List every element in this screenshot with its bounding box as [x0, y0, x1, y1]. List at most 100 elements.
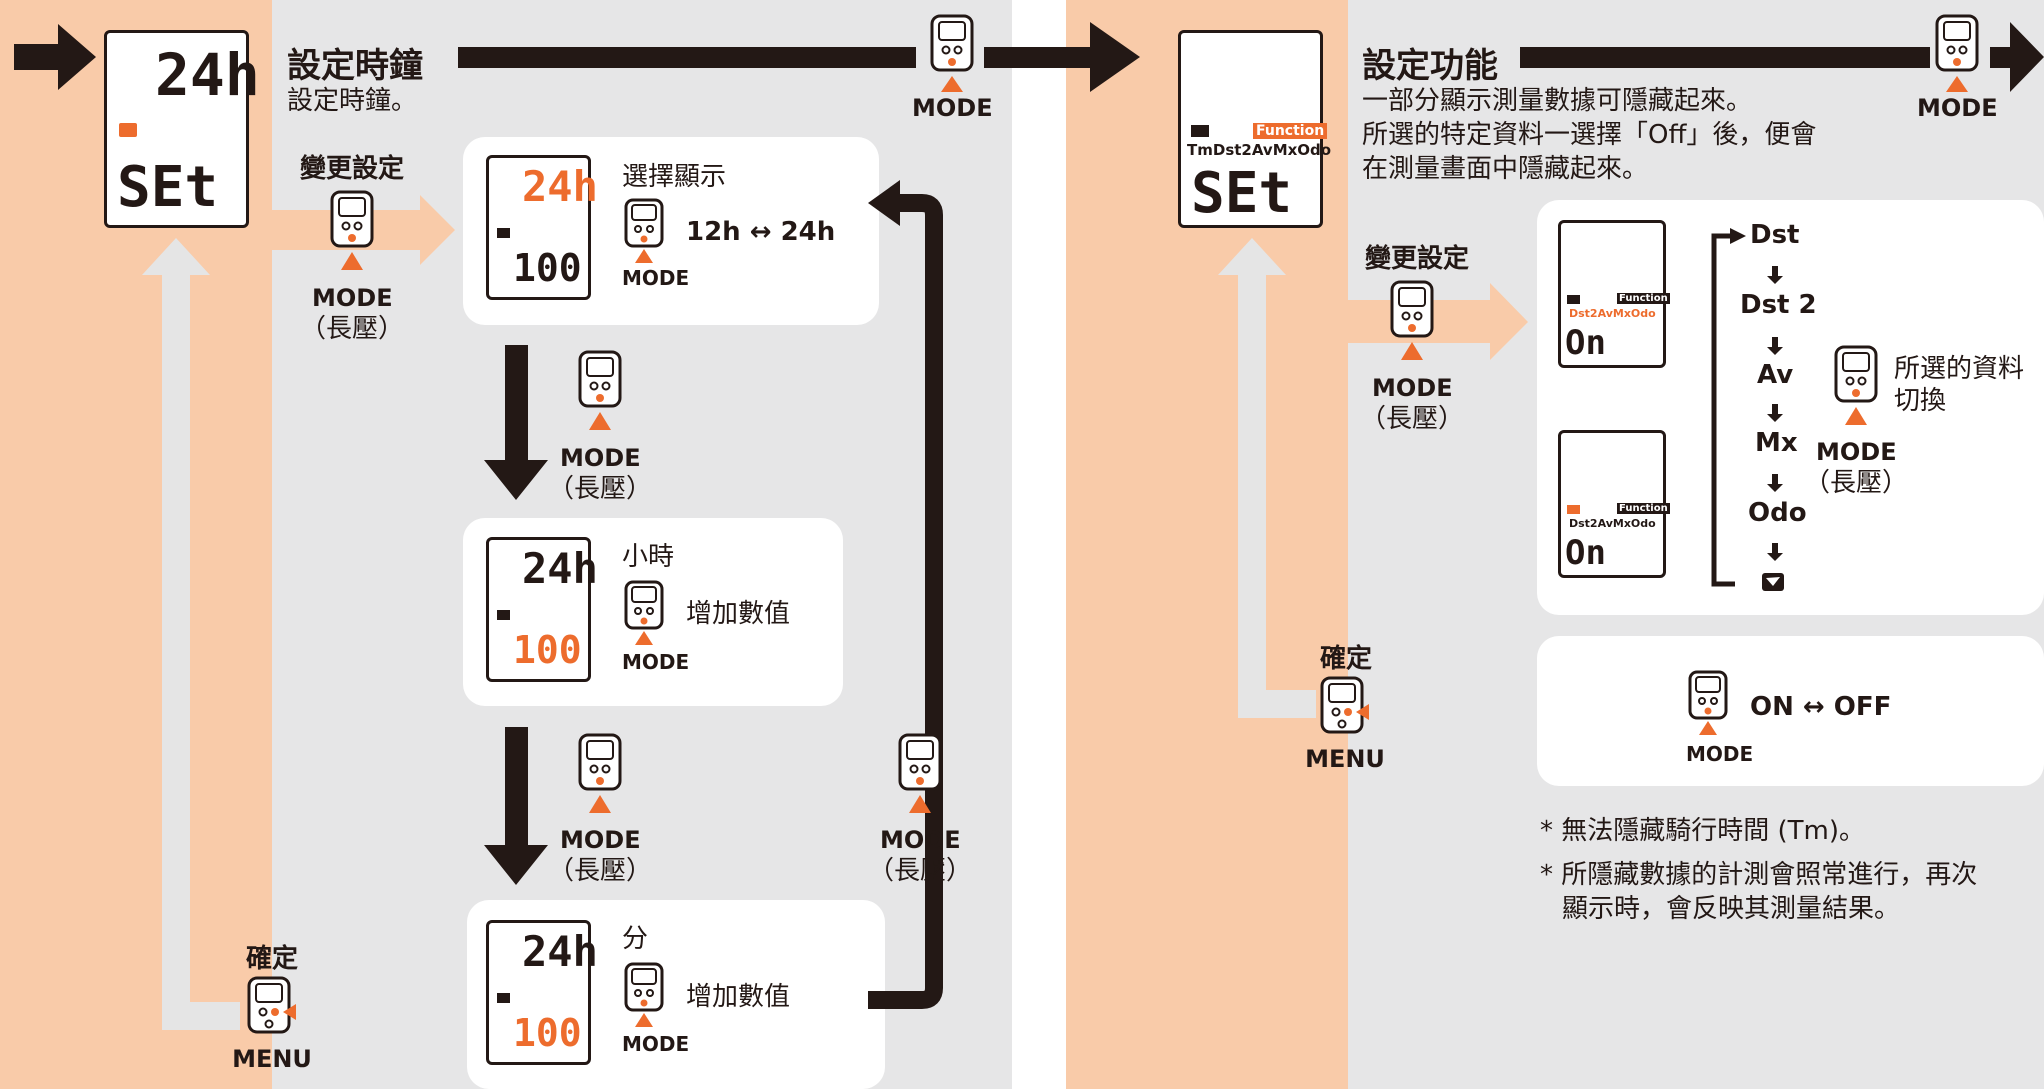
mode-label-right: MODE	[1372, 374, 1453, 402]
return-arrow-left	[142, 238, 240, 1030]
step1-action: 12h ↔ 24h	[686, 217, 836, 247]
long-press-label-right: （長壓）	[1359, 404, 1464, 434]
down-arrow-2	[484, 727, 548, 885]
change-setting-label: 變更設定	[300, 154, 405, 184]
display-set: SEt	[117, 155, 219, 220]
mode-button-right[interactable]	[1390, 280, 1434, 340]
confirm-label: 確定	[246, 944, 299, 974]
top-mode-button-right[interactable]	[1935, 14, 1979, 74]
main-display-clock: 24h SEt	[104, 30, 260, 228]
step2-action: 增加數值	[686, 599, 791, 629]
press-triangle	[635, 1013, 653, 1027]
switch-label-1: 所選的資料	[1894, 354, 2025, 384]
function-on-value: On	[1565, 533, 1606, 573]
clock-icon	[497, 993, 510, 1003]
function-items: Dst2AvMxOdo	[1569, 517, 1656, 530]
step1-mode-button[interactable]	[624, 198, 664, 250]
switch-long-press: （長壓）	[1803, 468, 1908, 498]
back-mode-label: MODE	[880, 826, 961, 854]
list-item-mx: Mx	[1755, 428, 1798, 458]
step1-bottom-value: 100	[513, 246, 582, 290]
list-bracket	[1711, 233, 1735, 587]
clock-icon	[1567, 505, 1580, 514]
step1-title: 選擇顯示	[622, 162, 727, 192]
press-triangle	[1699, 721, 1717, 735]
clock-icon	[1567, 295, 1580, 304]
step3-title: 分	[622, 924, 649, 954]
step1-top-value: 24h	[522, 162, 598, 211]
press-triangle	[909, 795, 931, 813]
top-mode-label-right: MODE	[1917, 94, 1998, 122]
cycle-arrow	[868, 194, 943, 1009]
back-mode-button[interactable]	[898, 733, 942, 793]
step3-action: 增加數值	[686, 982, 791, 1012]
exit-arrow	[1990, 22, 2044, 92]
top-bar-right	[1520, 47, 1930, 68]
switch-mode-button[interactable]	[1834, 345, 1878, 405]
press-triangle	[1401, 342, 1423, 360]
list-item-dst: Dst	[1750, 220, 1800, 250]
list-down-arrows	[1767, 266, 1783, 561]
peach-arrow-right	[1348, 283, 1528, 360]
step2-display: 24h 100	[486, 537, 598, 682]
display-24h: 24h	[155, 41, 260, 109]
switch-label-2: 切換	[1894, 386, 1947, 416]
top-bar-to-right	[984, 22, 1140, 92]
desc-line-2: 所選的特定資料一選擇「Off」後，便會	[1362, 120, 1817, 150]
function-tag: Function	[1617, 293, 1670, 304]
press-triangle	[1946, 76, 1968, 92]
function-lcd-2: Function Dst2AvMxOdo On	[1558, 430, 1670, 578]
clock-icon	[119, 123, 137, 137]
mode-label: MODE	[312, 284, 393, 312]
function-items: Dst2AvMxOdo	[1569, 307, 1656, 320]
clock-icon	[1191, 125, 1209, 137]
step3-top-value: 24h	[522, 927, 598, 976]
list-item-av: Av	[1757, 360, 1794, 390]
on-off-card	[1537, 636, 2044, 786]
step2-mode-label: MODE	[622, 650, 690, 674]
long-press-label: （長壓）	[299, 314, 404, 344]
top-mode-button[interactable]	[930, 14, 974, 74]
step2-bottom-value: 100	[513, 628, 582, 672]
top-bar-left	[458, 47, 916, 68]
onoff-mode-button[interactable]	[1688, 670, 1728, 722]
subtitle-clock: 設定時鐘。	[287, 86, 418, 116]
list-item-odo: Odo	[1748, 498, 1807, 528]
press-triangle	[589, 412, 611, 430]
desc-line-3: 在測量畫面中隱藏起來。	[1362, 154, 1649, 184]
main-display-function: Function TmDst2AvMxOdo SEt	[1178, 30, 1331, 228]
switch-mode-label: MODE	[1816, 438, 1897, 466]
clock-icon	[497, 228, 510, 238]
mode-button[interactable]	[330, 190, 374, 250]
function-lcd-1: Function Dst2AvMxOdo On	[1558, 220, 1670, 368]
menu-label: MENU	[232, 1045, 312, 1073]
step2-title: 小時	[622, 542, 675, 572]
menu-button-right[interactable]	[1320, 676, 1370, 736]
press-triangle	[635, 249, 653, 263]
step2-mode-button[interactable]	[624, 580, 664, 632]
onoff-action: ON ↔ OFF	[1750, 692, 1892, 722]
down2-mode-button[interactable]	[578, 733, 622, 793]
step1-mode-label: MODE	[622, 266, 690, 290]
function-tag: Function	[1617, 503, 1670, 514]
top-mode-label: MODE	[912, 94, 993, 122]
function-items: TmDst2AvMxOdo	[1187, 141, 1332, 159]
menu-button[interactable]	[247, 976, 297, 1036]
desc-line-1: 一部分顯示測量數據可隱藏起來。	[1362, 86, 1753, 116]
down-arrow-1	[484, 345, 548, 500]
note-2b: 顯示時，會反映其測量結果。	[1562, 894, 1901, 924]
down2-long-press: （長壓）	[547, 856, 652, 886]
note-2a: * 所隱藏數據的計測會照常進行，再次	[1540, 860, 1978, 890]
down2-mode-label: MODE	[560, 826, 641, 854]
page-title-function: 設定功能	[1362, 46, 1498, 86]
back-long-press: （長壓）	[867, 856, 972, 886]
step3-mode-label: MODE	[622, 1032, 690, 1056]
down1-mode-button[interactable]	[578, 350, 622, 410]
entry-arrow	[14, 24, 96, 90]
list-item-dst2: Dst 2	[1740, 290, 1817, 320]
press-triangle	[635, 631, 653, 645]
step3-mode-button[interactable]	[624, 962, 664, 1014]
press-triangle	[1845, 407, 1867, 425]
note-1: * 無法隱藏騎行時間 (Tm)。	[1540, 816, 1866, 846]
